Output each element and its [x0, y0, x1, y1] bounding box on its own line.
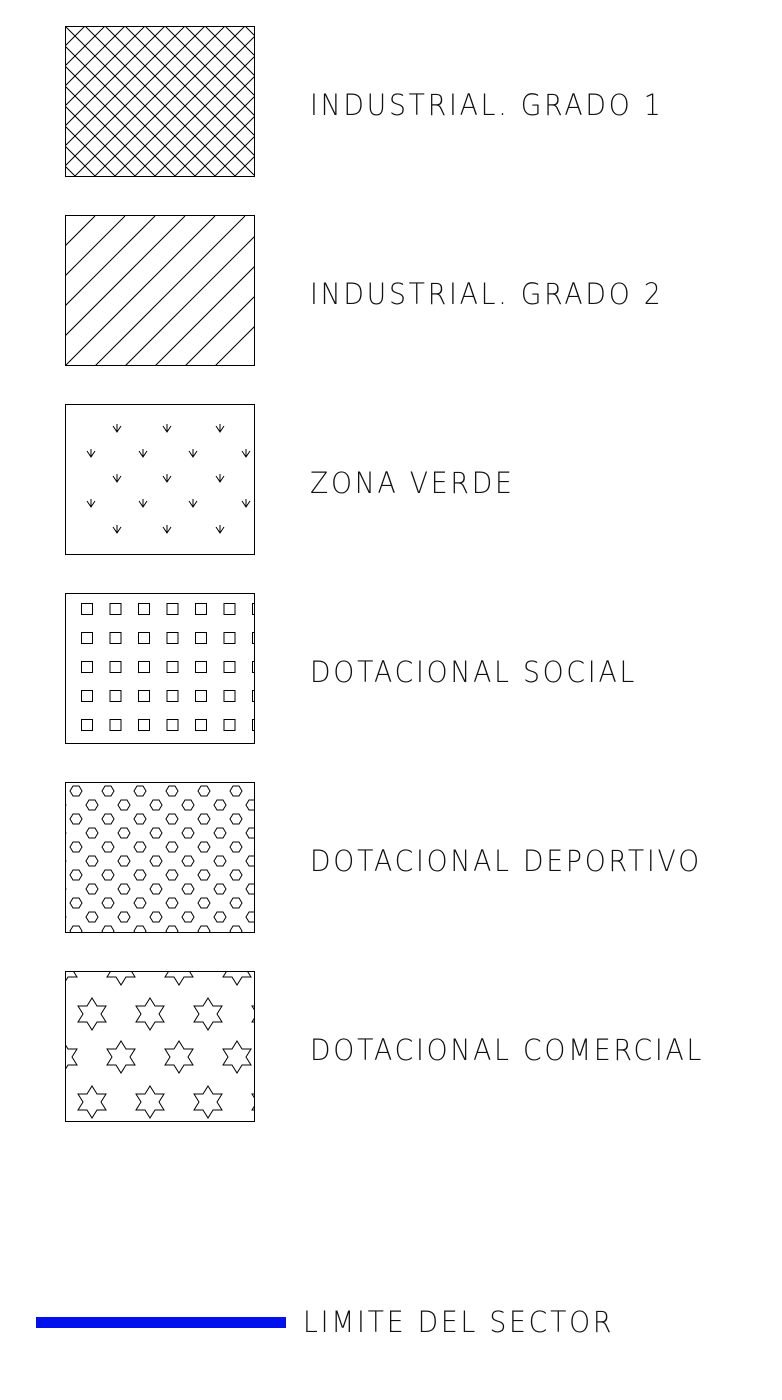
legend-label-industrial-1: INDUSTRIAL. GRADO 1	[310, 88, 664, 122]
sector-boundary-line-icon	[36, 1317, 286, 1328]
hexagon-pattern-icon	[65, 782, 255, 933]
legend-label-limite-sector: LIMITE DEL SECTOR	[303, 1305, 615, 1339]
square-grid-icon	[65, 593, 255, 744]
crosshatch-icon	[65, 26, 255, 177]
legend-label-zona-verde: ZONA VERDE	[310, 466, 515, 500]
legend-label-dotacional-comercial: DOTACIONAL COMERCIAL	[310, 1033, 705, 1067]
legend-label-dotacional-social: DOTACIONAL SOCIAL	[310, 655, 638, 689]
legend-label-industrial-2: INDUSTRIAL. GRADO 2	[310, 277, 664, 311]
grass-symbol-icon	[65, 404, 255, 555]
legend-label-dotacional-deportivo: DOTACIONAL DEPORTIVO	[310, 844, 702, 878]
star-pattern-icon	[65, 971, 255, 1122]
diagonal-hatch-icon	[65, 215, 255, 366]
